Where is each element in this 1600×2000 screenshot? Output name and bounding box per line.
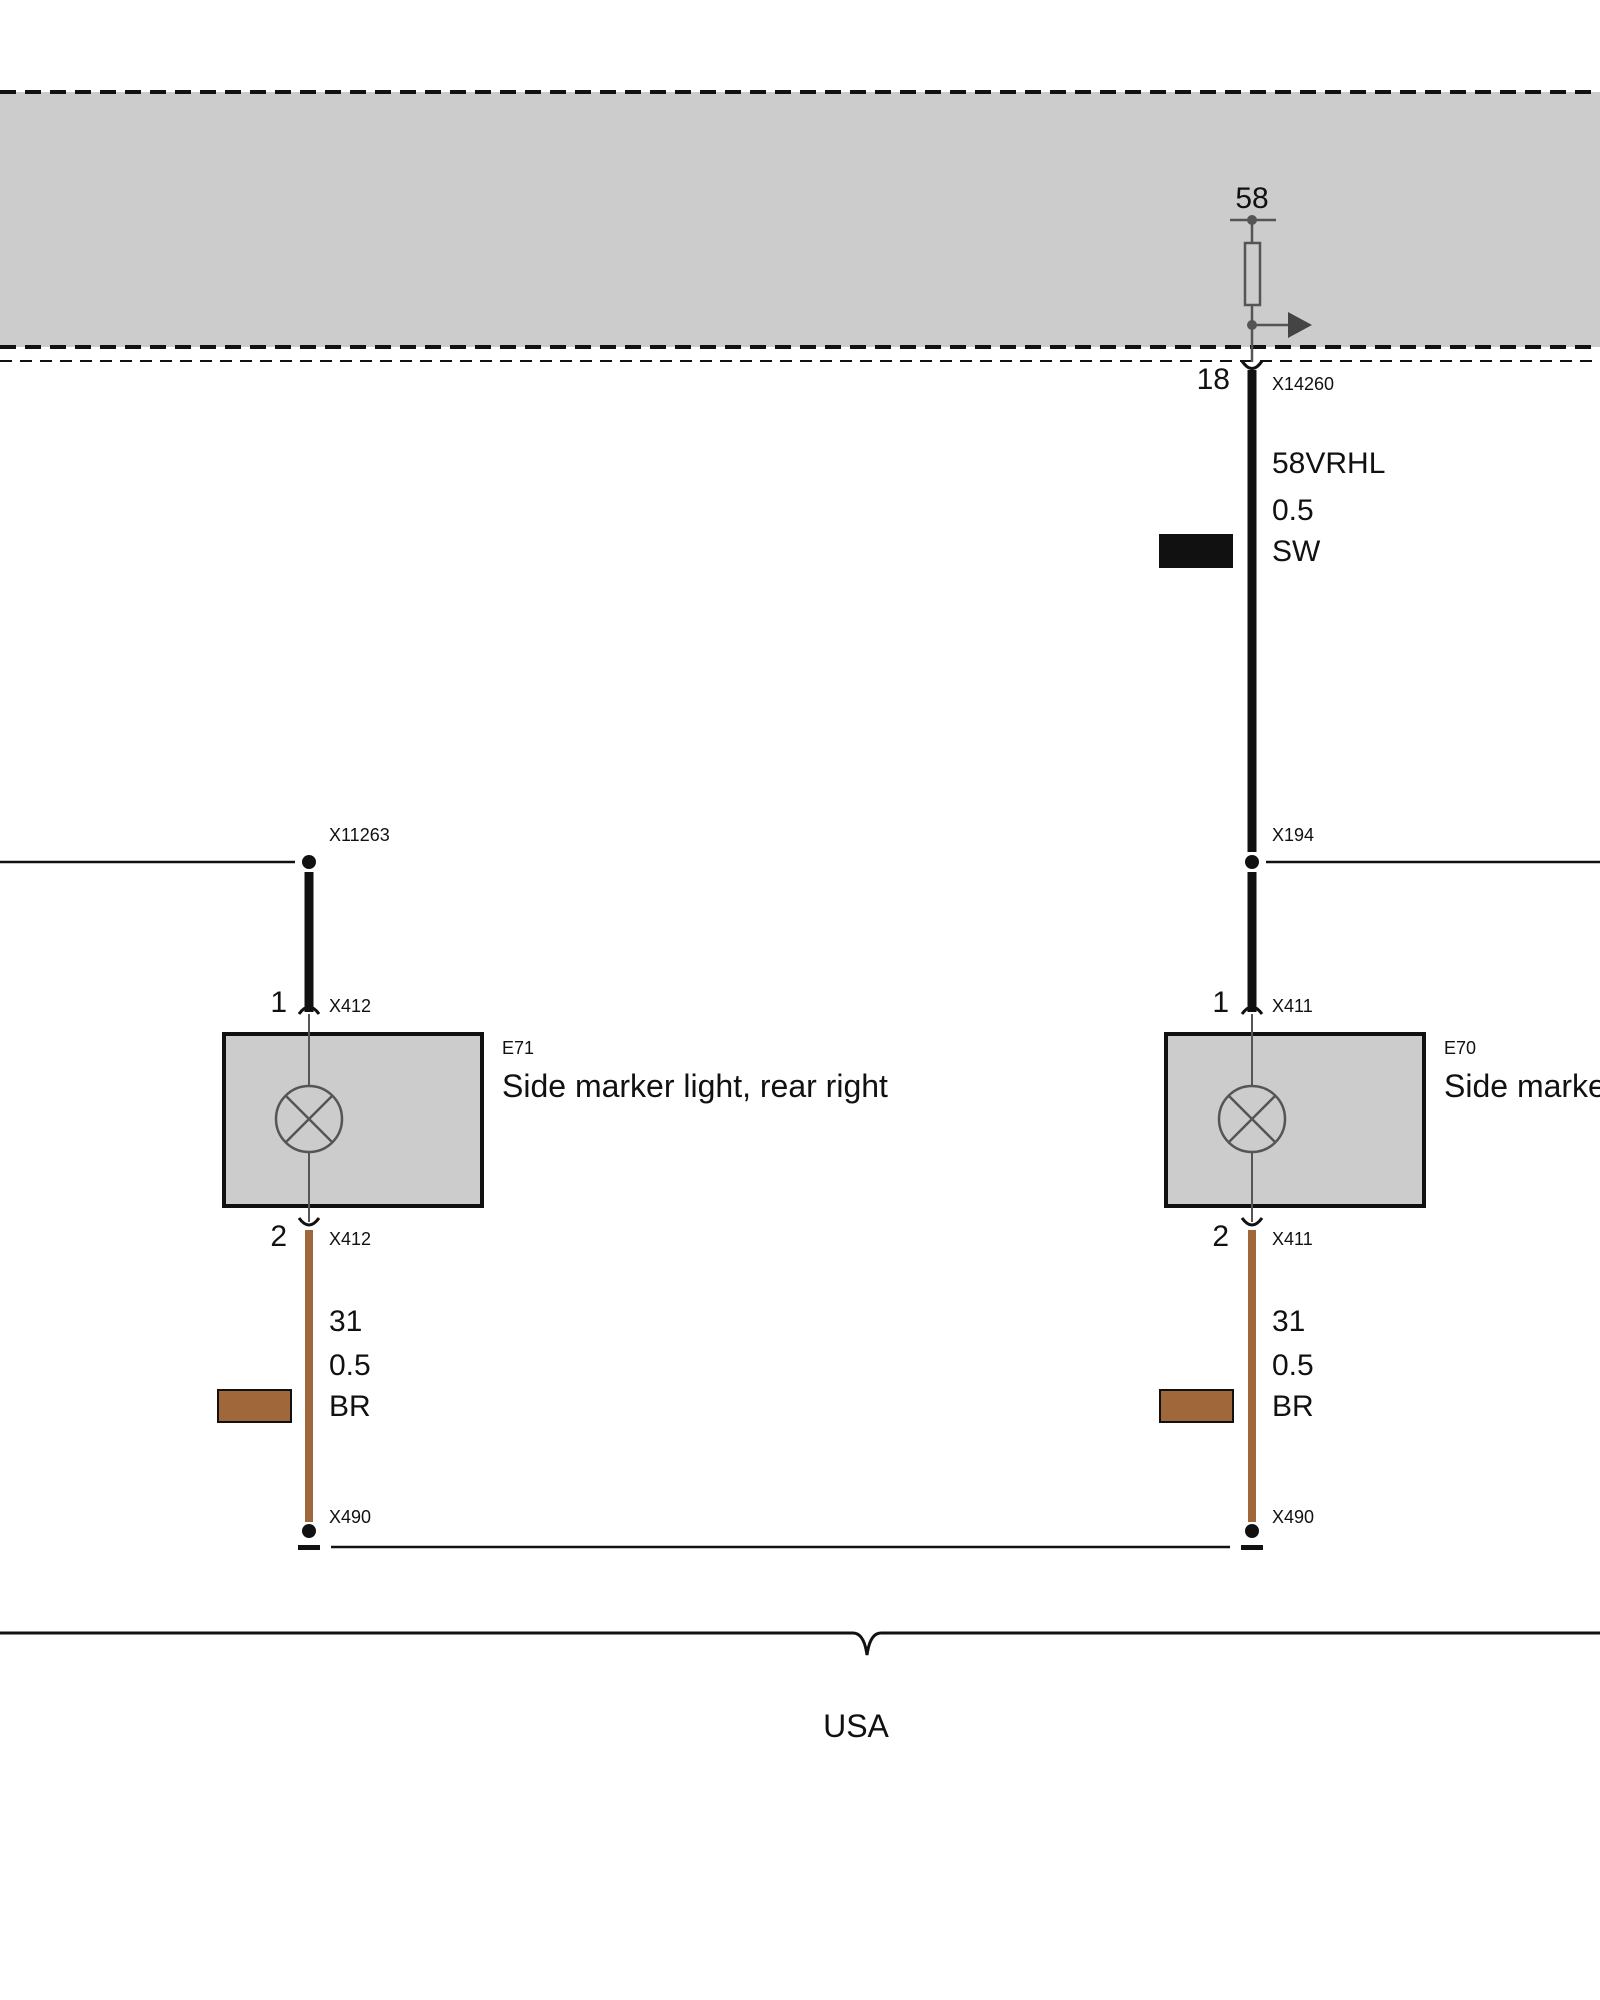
ground-icon [298,1545,320,1550]
connector-x411-bottom-id: X411 [1272,1229,1313,1249]
connector-x412-top-pin: 1 [270,986,287,1019]
component-e71-name: Side marker light, rear right [502,1068,888,1104]
connector-x11263: X11263 [0,825,390,869]
wire-ground-left-color-code: BR [329,1390,371,1423]
wire-ground-left-signal: 31 [329,1305,362,1338]
connector-x412-bottom: 2 X412 [270,1217,371,1253]
connector-x14260-id: X14260 [1272,374,1334,394]
connector-x14260-socket [1240,360,1264,370]
component-e71-id: E71 [502,1038,534,1058]
arrow-right-icon [1252,312,1312,338]
connector-x411-top-id: X411 [1272,996,1313,1016]
ground-x490-left-node [302,1524,316,1538]
wire-supply: 58VRHL 0.5 SW [1159,370,1385,852]
connector-x194-id: X194 [1272,825,1314,845]
wire-supply-signal: 58VRHL [1272,447,1385,480]
connector-x411-top-pin: 1 [1212,986,1229,1019]
wire-ground-right-color-code: BR [1272,1390,1314,1423]
terminal-58-label: 58 [1235,182,1268,215]
component-e70: E70 Side marker light, rear left [1164,1014,1600,1222]
region-label: USA [823,1708,889,1744]
connector-x411-bottom-socket [1240,1217,1264,1227]
wire-ground-right-signal: 31 [1272,1305,1305,1338]
connector-x11263-id: X11263 [329,825,390,845]
connector-x411-bottom-pin: 2 [1212,1220,1229,1253]
connector-x14260-pin: 18 [1197,363,1230,396]
connector-x412-bottom-socket [297,1217,321,1227]
region-brace-line [0,1631,1600,1656]
ground-x490-left: X490 [298,1507,371,1550]
connector-x14260: 18 X14260 [1197,360,1334,396]
ground-x490-left-id: X490 [329,1507,371,1527]
wire-ground-right-color-swatch [1159,1389,1234,1423]
ground-x490-right-node [1245,1524,1259,1538]
wire-supply-gauge: 0.5 [1272,494,1314,527]
component-e70-body [1164,1032,1426,1208]
connector-x411-top: 1 X411 [1212,986,1312,1019]
ground-x490-right: X490 [1241,1507,1314,1550]
component-e70-name: Side marker light, rear left [1444,1068,1600,1104]
connector-x194-node [1245,855,1259,869]
ground-icon [1241,1545,1263,1550]
wire-ground-left-color-swatch [217,1389,292,1423]
connector-x412-bottom-pin: 2 [270,1220,287,1253]
wire-supply-color-code: SW [1272,535,1321,568]
connector-x412-top: 1 X412 [270,986,371,1019]
component-e71-body [222,1032,484,1208]
component-e71: E71 Side marker light, rear right [222,1014,888,1222]
connector-x412-bottom-id: X412 [329,1229,371,1249]
wire-ground-right: 31 0.5 BR [1159,1230,1314,1522]
connector-x411-bottom: 2 X411 [1212,1217,1313,1253]
connector-x11263-node [302,855,316,869]
region-brace: USA [0,1631,1600,1744]
control-module: 58 [0,90,1600,362]
connector-x411-top-socket [1240,1005,1264,1015]
connector-x194: X194 [1245,825,1600,869]
wire-ground-right-gauge: 0.5 [1272,1349,1314,1382]
control-module-body [0,92,1600,347]
connector-x412-top-socket [297,1005,321,1015]
wire-ground-left: 31 0.5 BR [217,1230,371,1522]
wire-supply-color-swatch [1159,534,1233,568]
connector-x412-top-id: X412 [329,996,371,1016]
ground-x490-right-id: X490 [1272,1507,1314,1527]
wire-ground-left-gauge: 0.5 [329,1349,371,1382]
component-e70-id: E70 [1444,1038,1476,1058]
